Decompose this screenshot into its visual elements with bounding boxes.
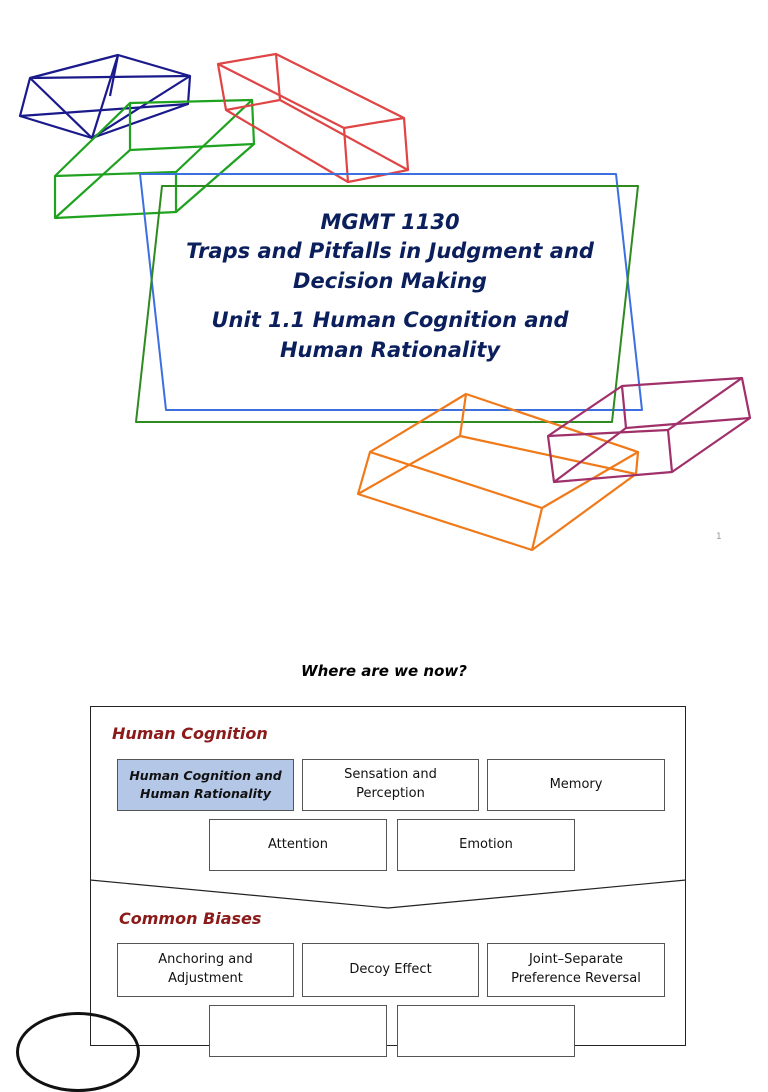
course-code: MGMT 1130 — [320, 210, 460, 234]
topic-memory[interactable]: Memory — [487, 759, 665, 811]
topic-attention[interactable]: Attention — [209, 819, 387, 871]
topic-decoy-effect[interactable]: Decoy Effect — [302, 943, 479, 997]
topic-line: Anchoring and — [158, 952, 253, 968]
topic-box-partial[interactable] — [209, 1005, 387, 1057]
topic-line: Memory — [549, 776, 603, 792]
title-slide: MGMT 1130 Traps and Pitfalls in Judgment… — [18, 52, 752, 552]
topic-line: Emotion — [459, 836, 513, 852]
topic-line: Sensation and — [344, 767, 437, 783]
topic-line: Human Cognition and — [129, 767, 282, 783]
green-frame — [135, 185, 639, 423]
decorative-boxes — [18, 52, 752, 552]
topic-line: Perception — [356, 786, 425, 801]
topic-line: Attention — [268, 836, 328, 852]
section-divider-chevron — [90, 879, 686, 909]
topic-emotion[interactable]: Emotion — [397, 819, 575, 871]
topic-line: Joint–Separate — [528, 952, 624, 968]
circle-graphic — [16, 1012, 140, 1092]
orange-box-shape — [356, 392, 640, 552]
slide2-heading: Where are we now? — [301, 662, 467, 680]
human-cognition-label: Human Cognition — [112, 724, 268, 743]
green-box-shape — [53, 98, 256, 220]
page-number: 1 — [716, 532, 722, 542]
course-title-line2: Decision Making — [293, 268, 487, 293]
navy-box-shape — [18, 53, 192, 140]
topic-line: Preference Reversal — [511, 971, 641, 986]
topic-line: Human Rationality — [139, 786, 271, 801]
course-title-line1: Traps and Pitfalls in Judgment and — [186, 239, 594, 264]
purple-box-shape — [546, 376, 752, 484]
topic-line: Decoy Effect — [349, 961, 432, 977]
unit-title-line1: Unit 1.1 Human Cognition and — [211, 308, 569, 333]
topic-line: Adjustment — [168, 971, 243, 986]
unit-title-line2: Human Rationality — [279, 337, 501, 362]
red-box-shape — [216, 52, 410, 184]
topic-box-partial[interactable] — [397, 1005, 575, 1057]
blue-frame — [139, 173, 643, 411]
common-biases-label: Common Biases — [119, 909, 262, 928]
title-block: MGMT 1130 Traps and Pitfalls in Judgment… — [160, 208, 620, 365]
